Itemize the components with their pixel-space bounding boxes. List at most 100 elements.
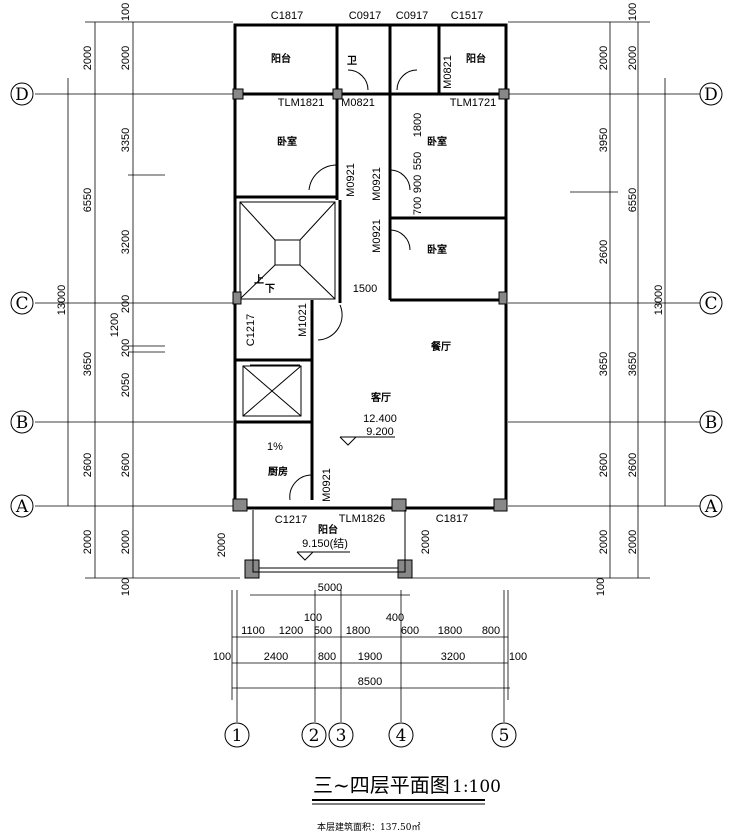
- svg-text:1200: 1200: [279, 625, 303, 637]
- axis-bubble-3: 3: [328, 722, 354, 748]
- room-balcony-ne: 阳台: [466, 52, 486, 65]
- svg-text:100: 100: [304, 612, 322, 624]
- stair: [239, 201, 336, 300]
- door-m0921-a: M0921: [345, 163, 357, 197]
- svg-text:2000: 2000: [120, 530, 132, 554]
- svg-text:5: 5: [499, 726, 510, 746]
- room-dining: 餐厅: [430, 340, 451, 353]
- axis-bubble-A-left: A: [10, 494, 34, 518]
- svg-text:550: 550: [412, 152, 424, 170]
- columns: [232, 88, 510, 579]
- axis-bubble-C-right: C: [699, 291, 723, 315]
- bottom-dims: 5000 100 1100 1200 500 1800 400 600 1800…: [213, 582, 527, 688]
- door-m0921-c: M0921: [371, 219, 383, 253]
- svg-text:B: B: [16, 413, 29, 433]
- room-balcony-s: 阳台: [318, 523, 338, 536]
- window-c1217-south: C1217: [275, 514, 307, 526]
- svg-text:2000: 2000: [598, 530, 610, 554]
- elevation-9200: 9.200: [366, 426, 394, 438]
- axis-bubble-A-right: A: [699, 494, 723, 518]
- svg-text:600: 600: [401, 625, 419, 637]
- room-living: 客厅: [370, 391, 391, 404]
- window-c1217-west: C1217: [245, 314, 257, 346]
- svg-text:C: C: [15, 294, 28, 314]
- door-swings: [289, 69, 418, 501]
- axis-bubble-B-left: B: [10, 410, 34, 434]
- room-bedroom-nw: 卧室: [277, 135, 297, 148]
- floor-area-note: 本层建筑面积：137.50㎡: [317, 821, 421, 833]
- title-scale: 1:100: [452, 777, 501, 797]
- svg-text:2000: 2000: [598, 46, 610, 70]
- drawing-title: 三~四层平面图 1:100 本层建筑面积：137.50㎡: [312, 773, 501, 833]
- axis-bubble-5: 5: [491, 722, 517, 748]
- svg-text:3: 3: [336, 726, 347, 746]
- svg-text:2000: 2000: [82, 530, 94, 554]
- room-bedroom-e: 卧室: [427, 243, 447, 256]
- window-c0917-b: C0917: [396, 10, 428, 22]
- axis-bubble-D-left: D: [10, 82, 34, 106]
- svg-text:1500: 1500: [353, 283, 377, 295]
- svg-text:5000: 5000: [318, 582, 342, 594]
- axis-bubble-2: 2: [301, 722, 327, 748]
- svg-text:3200: 3200: [441, 651, 465, 663]
- axis-lines: [35, 21, 700, 722]
- svg-text:1: 1: [232, 726, 243, 746]
- svg-text:13000: 13000: [653, 285, 665, 316]
- svg-text:2000: 2000: [627, 46, 639, 70]
- svg-text:2000: 2000: [82, 46, 94, 70]
- left-dims-middle: 2000 6550 3650 2600 2000 13000: [56, 46, 94, 554]
- axis-bubble-D-right: D: [699, 82, 723, 106]
- svg-text:6550: 6550: [82, 188, 94, 212]
- door-m0921-b: M0921: [371, 167, 383, 201]
- svg-text:200: 200: [120, 295, 132, 313]
- svg-text:2050: 2050: [120, 373, 132, 397]
- svg-text:2600: 2600: [598, 240, 610, 264]
- svg-text:1800: 1800: [412, 113, 424, 137]
- stair-down-label: 下: [265, 283, 275, 295]
- elevation-marks: [296, 436, 395, 561]
- window-c1517: C1517: [451, 10, 483, 22]
- walls: [233, 23, 508, 510]
- svg-text:B: B: [705, 413, 718, 433]
- svg-text:6550: 6550: [627, 188, 639, 212]
- title-text: 三~四层平面图: [313, 773, 450, 797]
- svg-text:700: 700: [412, 197, 424, 215]
- right-dims-inner: 100 2000 3950 2600 3650 2600 2000 100: [595, 3, 639, 596]
- svg-text:3650: 3650: [598, 352, 610, 376]
- room-bathroom: 卫: [347, 55, 357, 67]
- svg-text:4: 4: [396, 726, 407, 746]
- svg-text:2400: 2400: [264, 651, 288, 663]
- svg-text:100: 100: [120, 3, 132, 21]
- door-m0921-kitchen: M0921: [321, 468, 333, 502]
- svg-text:100: 100: [213, 651, 231, 663]
- door-tlm1821: TLM1821: [278, 97, 324, 109]
- svg-text:3950: 3950: [598, 128, 610, 152]
- door-m0821-right: M0821: [442, 55, 454, 89]
- door-m0821: M0821: [341, 97, 375, 109]
- svg-text:100: 100: [120, 578, 132, 596]
- window-c0917-a: C0917: [349, 10, 381, 22]
- svg-text:1%: 1%: [267, 441, 283, 453]
- svg-text:2000: 2000: [420, 530, 432, 554]
- svg-text:500: 500: [314, 625, 332, 637]
- svg-text:1800: 1800: [438, 625, 462, 637]
- door-m1021: M1021: [297, 303, 309, 337]
- svg-text:13000: 13000: [56, 285, 68, 316]
- window-c1817-south: C1817: [436, 513, 468, 525]
- svg-text:800: 800: [318, 651, 336, 663]
- axis-bubble-B-right: B: [699, 410, 723, 434]
- left-dimension-lines: [67, 22, 165, 578]
- svg-text:C: C: [704, 294, 717, 314]
- svg-text:1900: 1900: [358, 651, 382, 663]
- svg-text:3350: 3350: [120, 128, 132, 152]
- svg-text:D: D: [704, 85, 718, 105]
- stair-up-label: 上: [254, 273, 264, 286]
- svg-text:100: 100: [595, 578, 607, 596]
- svg-text:100: 100: [627, 3, 639, 21]
- svg-text:2600: 2600: [120, 453, 132, 477]
- room-kitchen: 厨房: [268, 465, 288, 478]
- svg-text:200: 200: [120, 339, 132, 357]
- svg-text:2000: 2000: [627, 530, 639, 554]
- right-dimension-lines: [570, 22, 666, 578]
- elevation-9150: 9.150(结): [302, 537, 348, 550]
